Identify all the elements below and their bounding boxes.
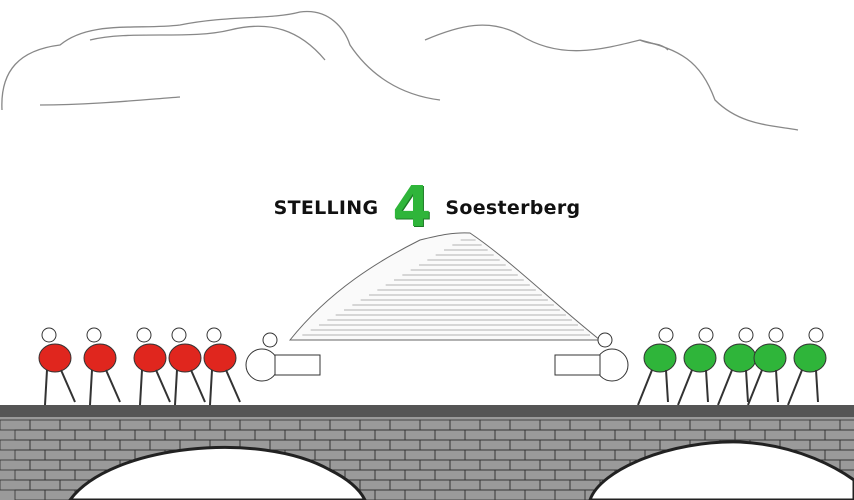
tug-figure bbox=[203, 327, 241, 406]
tug-figure bbox=[747, 327, 787, 406]
title-banner: STELLING 4 Soesterberg bbox=[0, 180, 854, 236]
title-left: STELLING bbox=[273, 197, 379, 219]
cloud-sketch bbox=[1, 10, 799, 131]
tug-figure bbox=[677, 327, 717, 406]
lead-puller-left bbox=[245, 332, 321, 382]
tug-figure bbox=[168, 327, 206, 406]
tug-figure bbox=[637, 327, 677, 406]
stone-bridge bbox=[0, 405, 854, 500]
tug-figure bbox=[717, 327, 757, 406]
tug-figure bbox=[787, 327, 827, 406]
figures-right bbox=[554, 327, 827, 406]
title-right: Soesterberg bbox=[445, 197, 581, 219]
tug-figure bbox=[83, 327, 121, 406]
tug-figure bbox=[133, 327, 171, 406]
figures-left bbox=[38, 327, 321, 406]
tug-figure bbox=[38, 327, 76, 406]
title-number: 4 bbox=[392, 175, 432, 240]
lead-puller-right bbox=[554, 332, 629, 382]
mountain bbox=[288, 232, 602, 341]
